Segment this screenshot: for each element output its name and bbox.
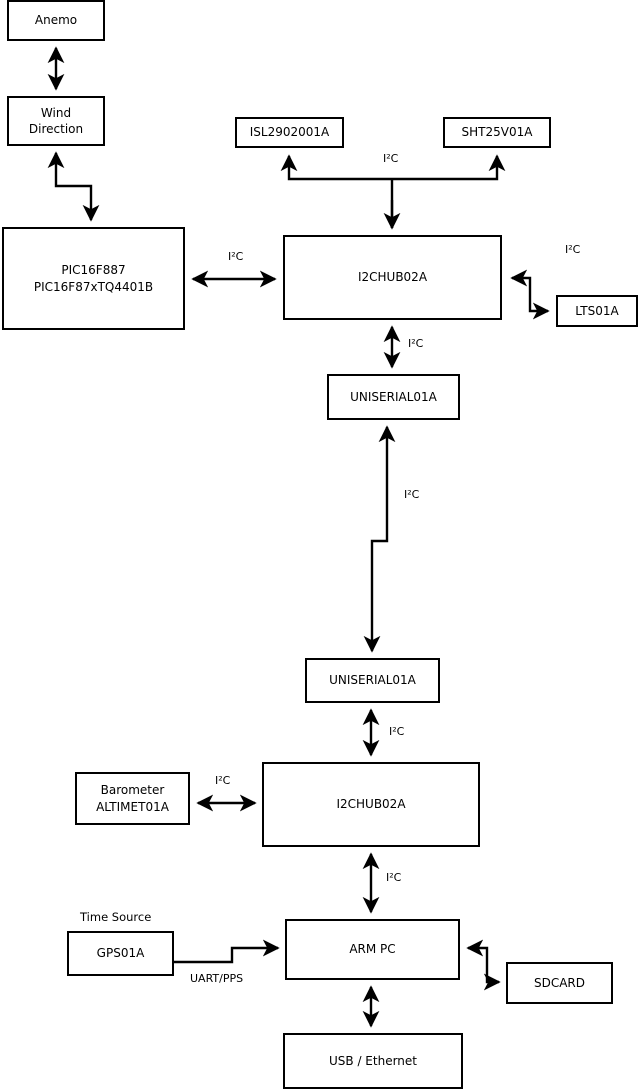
wire-hub-lts [510, 269, 550, 320]
node-sdcard[interactable]: SDCARD [506, 962, 613, 1004]
wire-label-i2c-sensors-top: I²C [383, 152, 399, 165]
node-label: PIC16F887 PIC16F87xTQ4401B [33, 263, 154, 294]
wire-label-i2c-uniserial-uniserial: I²C [404, 488, 420, 501]
wire-label-i2c-hub-lts: I²C [565, 243, 581, 256]
wire-armpc-sdcard [466, 939, 501, 991]
node-label: SHT25V01A [461, 125, 533, 140]
wire-label-i2c-uniserial-hub: I²C [389, 725, 405, 738]
node-label: SDCARD [533, 975, 586, 990]
node-label: GPS01A [96, 946, 145, 961]
wire-label-i2c-baro-hub: I²C [215, 774, 231, 787]
label-time-source: Time Source [80, 910, 152, 924]
node-i2chub02a-bottom[interactable]: I2CHUB02A [262, 762, 480, 847]
node-label: Anemo [34, 13, 78, 28]
wire-label-uart-pps: UART/PPS [190, 972, 244, 985]
node-pic-microcontroller[interactable]: PIC16F887 PIC16F87xTQ4401B [2, 227, 185, 330]
node-label: ARM PC [349, 942, 396, 957]
node-i2chub02a-top[interactable]: I2CHUB02A [283, 235, 502, 320]
node-label: I2CHUB02A [357, 270, 428, 285]
node-uniserial01a-top[interactable]: UNISERIAL01A [327, 374, 460, 420]
node-wind-direction[interactable]: Wind Direction [7, 96, 105, 146]
wire-gps-armpc [174, 939, 280, 964]
wire-hub-sht [392, 154, 506, 181]
node-sht25v01a[interactable]: SHT25V01A [443, 117, 551, 148]
node-gps01a[interactable]: GPS01A [67, 931, 174, 976]
node-label: UNISERIAL01A [329, 673, 416, 688]
wire-label-i2c-hub-uniserial: I²C [408, 337, 424, 350]
wire-label-i2c-pic-hub: I²C [228, 250, 244, 263]
wire-label-i2c-hub-arm: I²C [386, 871, 402, 884]
wire-hub-isl [280, 154, 392, 181]
node-anemo[interactable]: Anemo [7, 0, 105, 41]
node-label: LTS01A [575, 303, 619, 318]
node-label: ISL2902001A [249, 125, 330, 140]
node-label: Wind Direction [28, 105, 84, 136]
node-arm-pc[interactable]: ARM PC [285, 919, 460, 980]
node-label: UNISERIAL01A [350, 389, 437, 404]
node-label: USB / Ethernet [329, 1053, 417, 1068]
node-lts01a[interactable]: LTS01A [556, 295, 638, 327]
wire-uniserial-uniserial [363, 425, 396, 653]
node-usb-ethernet[interactable]: USB / Ethernet [283, 1033, 463, 1089]
node-barometer-altimet01a[interactable]: Barometer ALTIMET01A [75, 772, 190, 825]
wire-wind-pic [47, 151, 100, 222]
node-uniserial01a-bottom[interactable]: UNISERIAL01A [305, 658, 440, 703]
node-label: I2CHUB02A [336, 797, 406, 812]
node-label: Barometer ALTIMET01A [96, 783, 169, 814]
node-isl2902001a[interactable]: ISL2902001A [235, 117, 344, 148]
